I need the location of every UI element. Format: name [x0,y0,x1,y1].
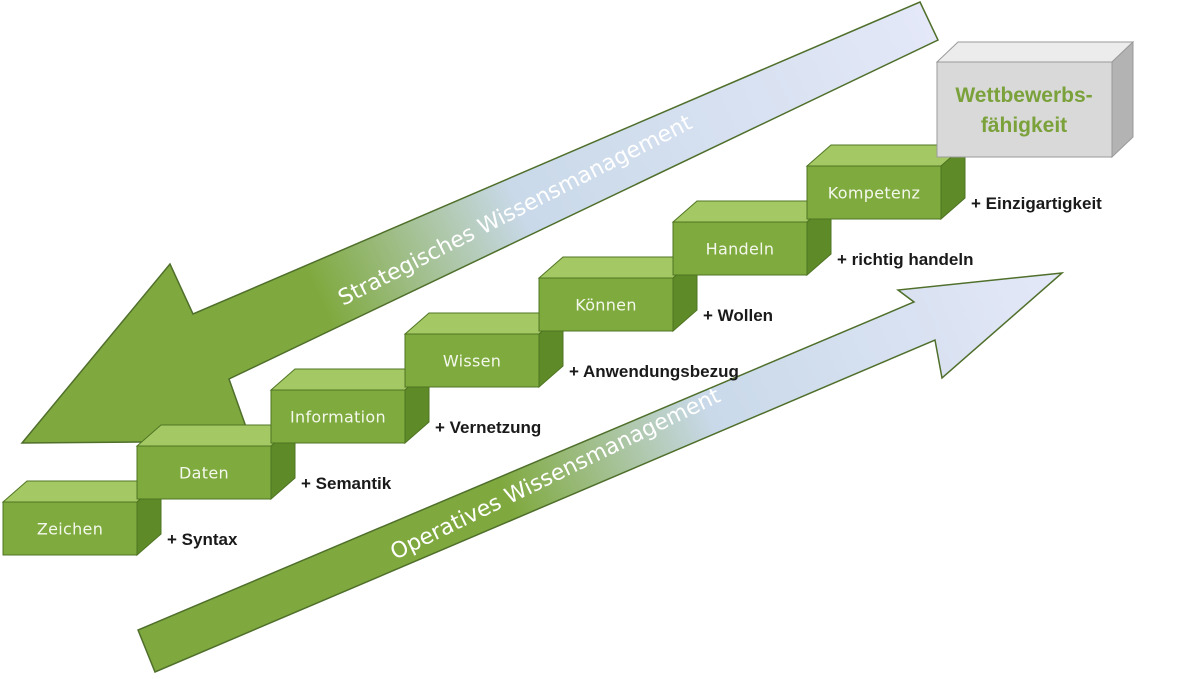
goal-box: Wettbewerbs- fähigkeit [935,40,1135,159]
step-label: Können [575,296,637,315]
goal-line-1: Wettbewerbs- [955,84,1092,107]
step-front-face [806,165,942,220]
step-front-face [404,333,540,388]
operative-arrow-label: Operatives Wissensmanagement [387,383,725,565]
goal-box-top [935,41,1135,63]
staircase: Zeichen + Syntax Daten + Semantik Informatio… [1,143,1102,557]
step-front-face [270,389,406,444]
step-wissen: Wissen + Anwendungsbezug [403,311,739,389]
step-handeln: Handeln + richtig handeln [671,199,974,277]
step-addition-label: + Einzigartigkeit [971,194,1102,213]
step-label: Information [290,408,386,427]
step-label: Zeichen [37,520,103,539]
step-label: Wissen [443,352,501,371]
step-label: Kompetenz [828,184,920,203]
goal-box-side [1111,40,1134,159]
step-addition-label: + Vernetzung [435,418,541,437]
step-label: Daten [179,464,229,483]
step-kompetenz: Kompetenz + Einzigartigkeit [805,143,1102,221]
goal-box-front [936,61,1113,158]
step-front-face [538,277,674,332]
step-addition-label: + Anwendungsbezug [569,362,739,381]
step-label: Handeln [706,240,775,259]
step-front-face [672,221,808,276]
step-addition-label: + Semantik [301,474,392,493]
step-addition-label: + Wollen [703,306,773,325]
step-addition-label: + Syntax [167,530,238,549]
strategic-arrow-shape [20,1,939,444]
step-addition-label: + richtig handeln [837,250,974,269]
goal-line-2: fähigkeit [981,114,1067,137]
step-front-face [2,501,138,556]
step-information: Information + Vernetzung [269,367,541,445]
operative-arrow-shape [137,272,1065,673]
step-können: Können + Wollen [537,255,773,333]
step-front-face [136,445,272,500]
